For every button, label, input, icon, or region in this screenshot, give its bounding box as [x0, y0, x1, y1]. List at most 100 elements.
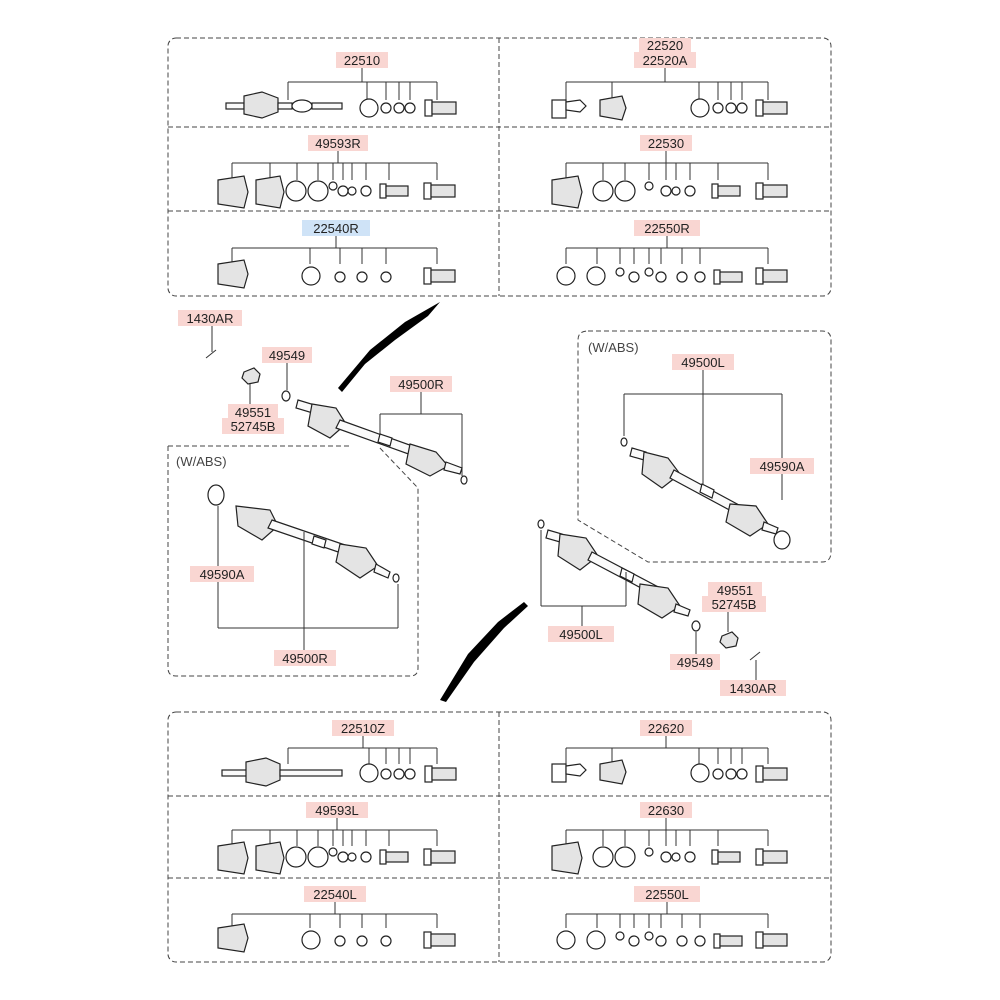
kit-parts-22520 — [551, 95, 788, 121]
svg-text:(W/ABS): (W/ABS) — [176, 454, 227, 469]
kit-cell-22530: 22530 — [551, 135, 788, 209]
kit-cell-22540R: 22540R — [217, 220, 456, 289]
callout-22620[interactable]: 22620 — [640, 720, 692, 736]
svg-text:22540L: 22540L — [313, 887, 356, 902]
kit-cell-49593L: 49593L — [217, 802, 456, 875]
kit-cell-22520: 22520 22520A — [551, 38, 788, 121]
svg-text:49549: 49549 — [269, 348, 305, 363]
svg-text:49500L: 49500L — [681, 355, 724, 370]
kit-parts-22550L — [556, 930, 788, 950]
washer-right — [281, 390, 291, 402]
svg-text:52745B: 52745B — [712, 597, 757, 612]
svg-text:22550L: 22550L — [645, 887, 688, 902]
kit-parts-22620 — [551, 759, 788, 785]
callout-22630[interactable]: 22630 — [640, 802, 692, 818]
svg-text:49500L: 49500L — [559, 627, 602, 642]
drive-shaft-right-abs — [235, 505, 400, 583]
callout-49551-left[interactable]: 49551 — [708, 582, 762, 598]
callout-49500L-main[interactable]: 49500L — [548, 626, 614, 642]
callout-1430AR-right[interactable]: 1430AR — [178, 310, 242, 326]
leader-wedge-bottom — [440, 602, 528, 702]
svg-text:49500R: 49500R — [282, 651, 328, 666]
callout-49590A-right[interactable]: 49590A — [190, 566, 254, 582]
nut-left — [719, 631, 739, 649]
kit-parts-22510 — [225, 91, 457, 119]
abs-ring-left — [773, 530, 791, 550]
kit-parts-22530 — [551, 175, 788, 209]
kit-parts-22510Z — [221, 757, 457, 787]
svg-text:(W/ABS): (W/ABS) — [588, 340, 639, 355]
callout-52745B-right[interactable]: 52745B — [222, 418, 284, 434]
leader-wedge-top — [338, 302, 440, 392]
callout-49549-left[interactable]: 49549 — [670, 654, 720, 670]
left-shaft-section: (W/ABS) 49500L 49590A — [440, 330, 832, 702]
callout-22540R[interactable]: 22540R — [302, 220, 370, 236]
kit-cell-49593R: 49593R — [217, 135, 456, 209]
kit-parts-49593L — [217, 841, 456, 875]
kit-parts-49593R — [217, 175, 456, 209]
svg-text:49551: 49551 — [235, 405, 271, 420]
callout-49590A-left[interactable]: 49590A — [750, 458, 814, 474]
svg-text:22510Z: 22510Z — [341, 721, 385, 736]
drive-shaft-left — [545, 529, 691, 619]
svg-text:49590A: 49590A — [760, 459, 805, 474]
svg-text:22520A: 22520A — [643, 53, 688, 68]
callout-49549-right[interactable]: 49549 — [262, 347, 312, 363]
svg-text:1430AR: 1430AR — [187, 311, 234, 326]
callout-1430AR-left[interactable]: 1430AR — [720, 680, 786, 696]
svg-text:22510: 22510 — [344, 53, 380, 68]
right-shaft-section: 1430AR 49549 49551 52745B 49500R — [167, 302, 468, 677]
kit-cell-22510: 22510 — [225, 52, 457, 119]
callout-22550R[interactable]: 22550R — [634, 220, 700, 236]
kit-parts-22550R — [556, 266, 788, 286]
callout-22510Z[interactable]: 22510Z — [332, 720, 394, 736]
top-kit-panel: 22510 22520 — [167, 37, 832, 297]
svg-text:49549: 49549 — [677, 655, 713, 670]
kit-cell-22510Z: 22510Z — [221, 720, 457, 787]
bolt-left — [749, 651, 761, 661]
callout-49593L[interactable]: 49593L — [306, 802, 368, 818]
abs-ring-right — [207, 484, 225, 506]
svg-text:22550R: 22550R — [644, 221, 690, 236]
callout-22550L[interactable]: 22550L — [634, 886, 700, 902]
bottom-kit-panel: 22510Z 22620 — [167, 711, 832, 963]
callout-22520[interactable]: 22520 — [639, 38, 691, 53]
callout-22510[interactable]: 22510 — [336, 52, 388, 68]
bolt-right — [205, 349, 217, 359]
svg-text:22540R: 22540R — [313, 221, 359, 236]
callout-49500R-main[interactable]: 49500R — [390, 376, 452, 392]
abs-note-right: (W/ABS) — [176, 454, 227, 469]
drive-shaft-left-abs — [629, 447, 779, 537]
callout-22530[interactable]: 22530 — [640, 135, 692, 151]
kit-cell-22630: 22630 — [551, 802, 788, 875]
svg-text:22530: 22530 — [648, 136, 684, 151]
kit-cell-22550R: 22550R — [556, 220, 788, 286]
svg-text:22620: 22620 — [648, 721, 684, 736]
kit-cell-22620: 22620 — [551, 720, 788, 785]
svg-text:22520: 22520 — [647, 38, 683, 53]
kit-parts-22540L — [217, 923, 456, 953]
svg-text:49593R: 49593R — [315, 136, 361, 151]
svg-text:49551: 49551 — [717, 583, 753, 598]
svg-text:49590A: 49590A — [200, 567, 245, 582]
abs-note-left: (W/ABS) — [588, 340, 639, 355]
nut-right — [241, 367, 261, 385]
svg-text:1430AR: 1430AR — [730, 681, 777, 696]
kit-cell-22550L: 22550L — [556, 886, 788, 950]
callout-49593R[interactable]: 49593R — [308, 135, 368, 151]
callout-52745B-left[interactable]: 52745B — [702, 596, 766, 612]
callout-22540L[interactable]: 22540L — [304, 886, 366, 902]
kit-cell-22540L: 22540L — [217, 886, 456, 953]
callout-49500R-abs[interactable]: 49500R — [274, 650, 336, 666]
washer-left — [691, 620, 701, 632]
callout-49551-right[interactable]: 49551 — [228, 404, 278, 420]
svg-text:49500R: 49500R — [398, 377, 444, 392]
kit-parts-22540R — [217, 259, 456, 289]
callout-22520A[interactable]: 22520A — [634, 52, 696, 68]
svg-text:52745B: 52745B — [231, 419, 276, 434]
svg-text:49593L: 49593L — [315, 803, 358, 818]
drive-shaft-right — [295, 399, 468, 485]
callout-49500L-abs[interactable]: 49500L — [672, 354, 734, 370]
svg-text:22630: 22630 — [648, 803, 684, 818]
